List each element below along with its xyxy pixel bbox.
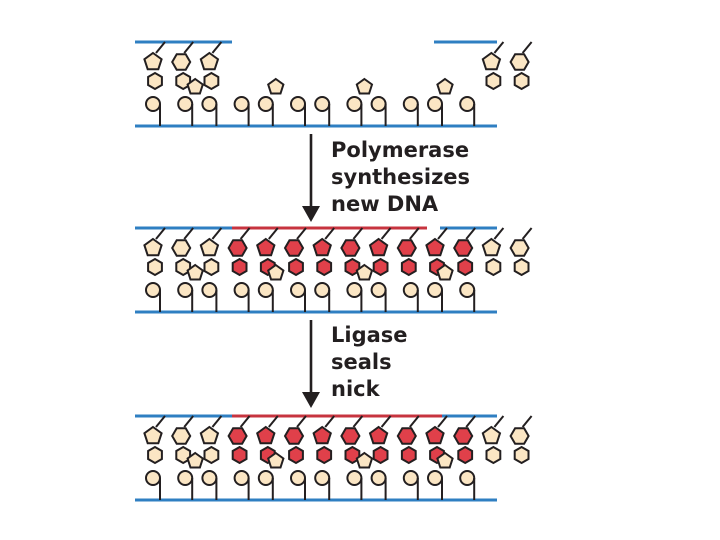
old-nucleotide (199, 41, 223, 91)
old-nucleotide (145, 282, 161, 312)
down-arrow-icon (302, 320, 320, 408)
old-nucleotide (201, 96, 218, 126)
old-nucleotide (427, 451, 454, 500)
old-nucleotide (177, 451, 204, 500)
old-nucleotide (143, 415, 166, 465)
old-nucleotide (233, 96, 250, 126)
new-nucleotide (340, 415, 364, 465)
old-nucleotide (257, 263, 285, 312)
old-nucleotide (314, 470, 331, 500)
step-polymerase: Polymerase synthesizes new DNA (302, 134, 470, 222)
new-nucleotide (227, 227, 251, 277)
old-nucleotide (509, 227, 533, 277)
new-nucleotide (283, 415, 307, 465)
new-nucleotide (340, 227, 364, 277)
old-nucleotide (171, 41, 194, 91)
old-nucleotide (402, 96, 419, 126)
old-nucleotide (290, 282, 306, 312)
new-nucleotide (312, 415, 335, 465)
new-nucleotide (425, 227, 448, 277)
old-nucleotide (143, 41, 166, 91)
old-nucleotide (257, 451, 285, 500)
new-nucleotide (368, 415, 392, 465)
old-nucleotide (459, 96, 476, 126)
down-arrow-icon (302, 134, 320, 222)
old-nucleotide (346, 263, 374, 312)
old-nucleotide (314, 96, 331, 126)
new-nucleotide (396, 415, 420, 465)
step-label-line: seals (331, 350, 392, 374)
dna-panel-nicked (135, 226, 533, 314)
old-nucleotide (145, 96, 161, 126)
old-nucleotide (314, 282, 331, 312)
step-label-line: new DNA (331, 192, 439, 216)
old-nucleotide (481, 227, 505, 277)
old-nucleotide (201, 282, 218, 312)
old-nucleotide (402, 282, 419, 312)
step-label-line: Ligase (331, 323, 408, 347)
old-nucleotide (427, 263, 454, 312)
old-nucleotide (459, 282, 476, 312)
old-nucleotide (346, 451, 374, 500)
old-nucleotide (257, 77, 285, 126)
old-nucleotide (509, 41, 533, 91)
old-nucleotide (199, 227, 223, 277)
old-nucleotide (402, 470, 419, 500)
new-nucleotide (227, 415, 251, 465)
old-nucleotide (509, 415, 533, 465)
new-nucleotide (453, 415, 476, 465)
old-nucleotide (370, 96, 387, 126)
old-nucleotide (370, 282, 387, 312)
old-nucleotide (233, 470, 250, 500)
old-nucleotide (199, 415, 223, 465)
new-nucleotide (453, 227, 476, 277)
dna-panel-gapped (135, 40, 533, 128)
old-nucleotide (233, 282, 250, 312)
old-nucleotide (346, 77, 374, 126)
step-ligase: Ligase seals nick (302, 320, 408, 408)
old-nucleotide (290, 96, 306, 126)
old-nucleotide (459, 470, 476, 500)
old-nucleotide (177, 263, 204, 312)
old-nucleotide (290, 470, 306, 500)
old-nucleotide (201, 470, 218, 500)
old-nucleotide (171, 415, 194, 465)
step-label-line: Polymerase (331, 138, 469, 162)
old-nucleotide (145, 470, 161, 500)
step-label-line: synthesizes (331, 165, 470, 189)
old-nucleotide (177, 77, 204, 126)
dna-panels (135, 40, 533, 502)
new-nucleotide (368, 227, 392, 277)
new-nucleotide (312, 227, 335, 277)
dna-panel-sealed (135, 414, 533, 502)
new-nucleotide (283, 227, 307, 277)
old-nucleotide (481, 415, 505, 465)
old-nucleotide (427, 77, 454, 126)
old-nucleotide (481, 41, 505, 91)
step-label-line: nick (331, 377, 381, 401)
new-nucleotide (256, 227, 279, 277)
old-nucleotide (171, 227, 194, 277)
old-nucleotide (143, 227, 166, 277)
old-nucleotide (370, 470, 387, 500)
new-nucleotide (396, 227, 420, 277)
